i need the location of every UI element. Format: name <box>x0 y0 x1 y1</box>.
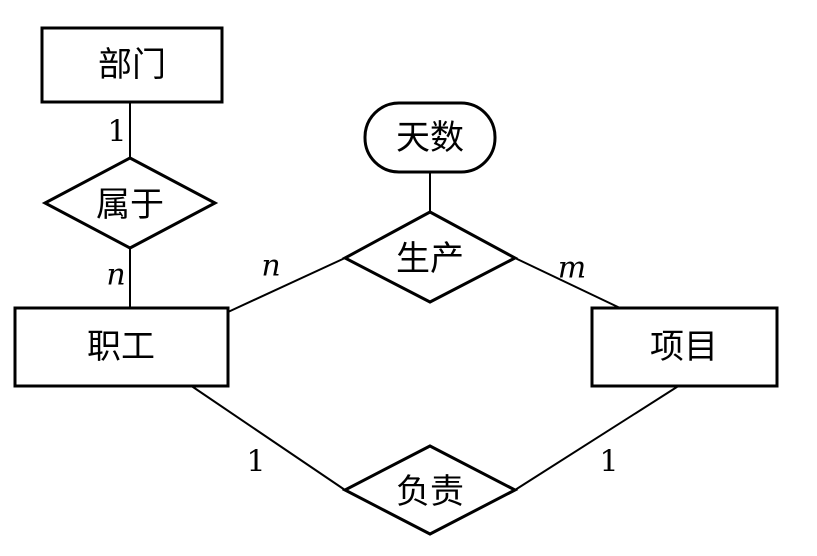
relationship-responsible[interactable] <box>341 444 519 536</box>
relationship-belongs-label: 属于 <box>96 185 164 225</box>
cardinality-employee-belongs: n <box>106 258 125 293</box>
cardinality-project-responsible: 1 <box>599 445 618 480</box>
cardinality-dept-belongs: 1 <box>107 115 126 150</box>
entity-project-label: 项目 <box>650 327 718 367</box>
attribute-days-label: 天数 <box>396 118 464 158</box>
edge-employee-produce <box>227 257 346 313</box>
entity-project[interactable] <box>590 306 779 388</box>
relationship-produce[interactable] <box>341 210 519 304</box>
cardinality-employee-produce: n <box>261 249 280 284</box>
relationship-belongs[interactable] <box>41 156 219 250</box>
edge-employee-responsible <box>189 384 346 491</box>
edge-produce-project <box>514 257 621 309</box>
entity-employee-label: 职工 <box>87 327 155 367</box>
cardinality-employee-responsible: 1 <box>246 445 265 480</box>
cardinality-project-produce: m <box>558 251 586 286</box>
relationship-responsible-label: 负责 <box>396 472 464 512</box>
attribute-days[interactable] <box>363 101 497 174</box>
edge-responsible-project <box>514 384 681 491</box>
entity-employee[interactable] <box>13 306 230 388</box>
entity-dept-label: 部门 <box>98 45 166 85</box>
entity-dept[interactable] <box>40 26 224 104</box>
relationship-produce-label: 生产 <box>396 239 464 279</box>
